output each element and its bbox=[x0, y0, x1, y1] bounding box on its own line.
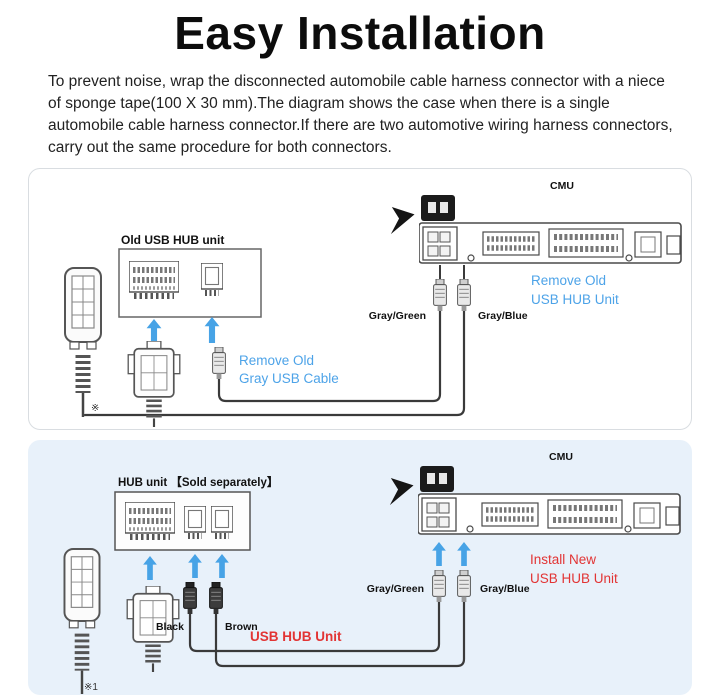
hub-wide-connector bbox=[125, 502, 175, 537]
black-plug bbox=[182, 581, 198, 614]
gray-blue-label: Gray/Blue bbox=[480, 583, 530, 595]
remove-hub-note-line2: USB HUB Unit bbox=[531, 292, 619, 307]
hub-small-connector bbox=[201, 263, 223, 293]
hub-wide-connector bbox=[129, 261, 179, 296]
install-note-line2: USB HUB Unit bbox=[530, 571, 618, 586]
hub-small-connector-1 bbox=[184, 506, 206, 536]
black-usb-cable bbox=[188, 600, 441, 652]
cmu-cable-stubs bbox=[439, 264, 465, 281]
old-usb-cable-plug bbox=[211, 346, 227, 379]
gray-blue-cable bbox=[83, 309, 466, 416]
remove-cable-note-line1: Remove Old bbox=[239, 353, 314, 368]
up-arrow-icon bbox=[204, 316, 220, 343]
usb-hub-unit-note: USB HUB Unit bbox=[250, 629, 342, 644]
intro-text: To prevent noise, wrap the disconnected … bbox=[48, 72, 673, 156]
brown-usb-cable bbox=[214, 600, 466, 667]
gray-green-label: Gray/Green bbox=[369, 310, 426, 322]
brown-plug bbox=[208, 581, 224, 614]
remove-old-hub-panel: CMU Gray/Green Gray/Blue Old USB HUB uni… bbox=[28, 167, 692, 430]
up-arrow-icon bbox=[457, 541, 471, 566]
brown-plug-label: Brown bbox=[225, 621, 258, 633]
cmu-label: CMU bbox=[550, 180, 574, 192]
page-title: Easy Installation bbox=[174, 7, 546, 59]
cmu-board bbox=[419, 195, 681, 263]
gray-green-plug bbox=[432, 278, 448, 311]
footnote-mark: ※1 bbox=[84, 682, 98, 693]
install-new-hub-diagram: CMU Gray/Green Gray/Blue HUB unit 【Sold … bbox=[28, 451, 690, 695]
hub-small-connector-2 bbox=[211, 506, 233, 536]
car-harness-connector bbox=[65, 268, 101, 417]
gray-green-plug bbox=[431, 569, 447, 602]
gray-blue-plug bbox=[456, 569, 472, 602]
cmu-board bbox=[418, 466, 680, 534]
remove-hub-note-line1: Remove Old bbox=[531, 273, 606, 288]
new-hub-box-label: HUB unit 【Sold separately】 bbox=[118, 476, 278, 489]
up-arrow-icon bbox=[432, 541, 446, 566]
install-new-hub-panel: CMU Gray/Green Gray/Blue HUB unit 【Sold … bbox=[28, 439, 692, 695]
install-note-line1: Install New bbox=[530, 552, 596, 567]
up-arrow-icon bbox=[215, 553, 229, 578]
gray-blue-plug bbox=[456, 278, 472, 311]
gray-green-label: Gray/Green bbox=[367, 583, 424, 595]
remove-old-hub-diagram: CMU Gray/Green Gray/Blue Old USB HUB uni… bbox=[29, 180, 691, 429]
cmu-label: CMU bbox=[549, 451, 573, 463]
remove-cable-note-line2: Gray USB Cable bbox=[239, 371, 339, 386]
car-harness-connector bbox=[64, 549, 99, 694]
up-arrow-icon bbox=[188, 553, 202, 578]
cmu-connector-arrow-icon bbox=[384, 201, 418, 234]
gray-blue-label: Gray/Blue bbox=[478, 310, 528, 322]
up-arrow-icon bbox=[143, 555, 157, 580]
old-hub-box-label: Old USB HUB unit bbox=[121, 233, 224, 247]
black-plug-label: Black bbox=[156, 621, 184, 633]
footnote-mark: ※ bbox=[91, 403, 99, 414]
cmu-connector-arrow-icon bbox=[383, 472, 417, 505]
gray-usb-cable bbox=[217, 309, 442, 402]
